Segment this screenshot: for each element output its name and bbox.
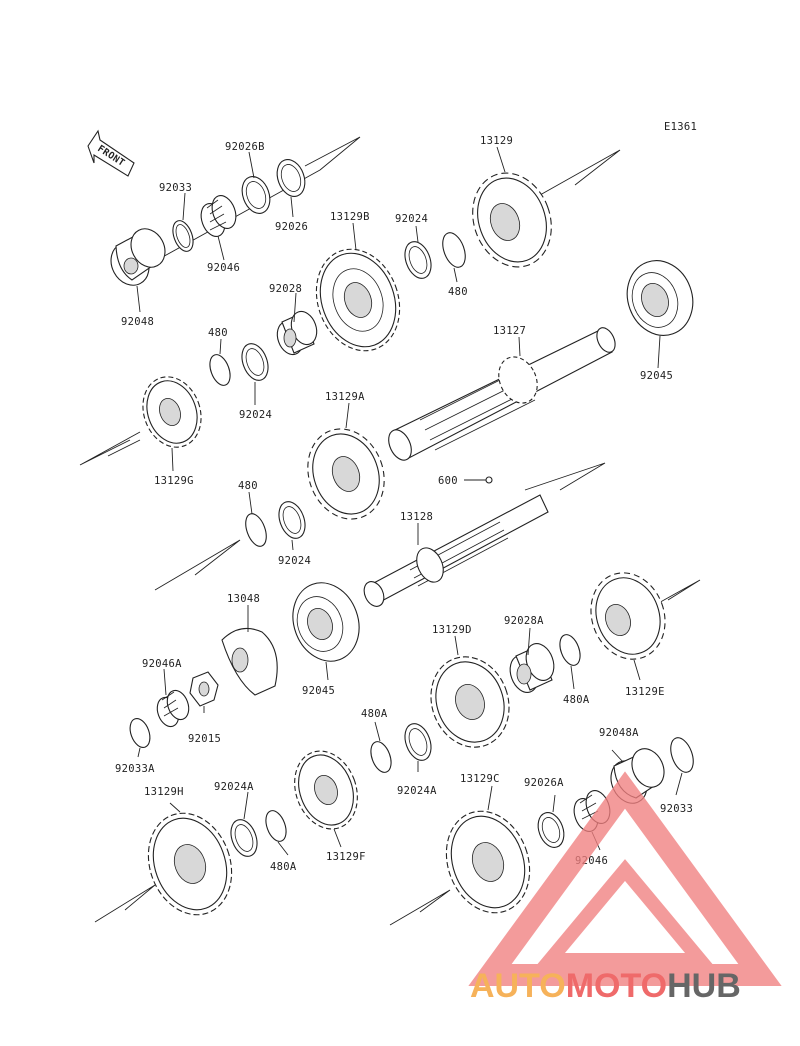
label-480-b: 480 <box>238 480 258 492</box>
label-13129E: 13129E <box>625 686 665 698</box>
label-600: 600 <box>438 475 458 487</box>
label-92015: 92015 <box>188 733 221 745</box>
label-13129A: 13129A <box>325 391 365 403</box>
part-92028-bushing[interactable] <box>273 308 321 358</box>
label-92033A: 92033A <box>115 763 155 775</box>
watermark-hub: HUB <box>667 967 741 1005</box>
label-480A-l: 480A <box>270 861 297 873</box>
label-480-top: 480 <box>448 286 468 298</box>
part-92026B-washer[interactable] <box>237 173 274 218</box>
watermark-auto: AUTO <box>470 967 566 1005</box>
part-92048-collar[interactable] <box>104 223 172 292</box>
label-13129H: 13129H <box>144 786 184 798</box>
label-92024A-m: 92024A <box>397 785 437 797</box>
part-92045-ball-bearing-top[interactable] <box>617 251 703 344</box>
part-13127-input-shaft[interactable] <box>384 325 619 464</box>
part-92033A-circlip[interactable] <box>126 716 153 750</box>
part-92046-needle-bearing[interactable] <box>197 192 240 239</box>
label-92028: 92028 <box>269 283 302 295</box>
part-13129F-gear[interactable] <box>284 742 368 838</box>
part-13129B-gear[interactable] <box>303 237 414 362</box>
part-480-circlip-b[interactable] <box>242 511 271 549</box>
part-92026A-washer[interactable] <box>534 809 569 851</box>
part-13128-output-shaft[interactable] <box>360 476 549 610</box>
label-92026B: 92026B <box>225 141 265 153</box>
part-92028A-bushing[interactable] <box>505 640 558 697</box>
label-92046: 92046 <box>207 262 240 274</box>
part-13129G-gear[interactable] <box>133 369 210 456</box>
watermark-text: AUTOMOTOHUB <box>470 967 741 1005</box>
part-92024A-washer-m[interactable] <box>400 720 436 764</box>
label-92033: 92033 <box>159 182 192 194</box>
label-480A-r: 480A <box>563 694 590 706</box>
label-92048: 92048 <box>121 316 154 328</box>
watermark-logo <box>468 771 782 986</box>
label-92033-r: 92033 <box>660 803 693 815</box>
label-92026A: 92026A <box>524 777 564 789</box>
label-13129C: 13129C <box>460 773 500 785</box>
watermark-moto: MOTO <box>566 967 667 1005</box>
label-13129G: 13129G <box>154 475 194 487</box>
label-92046A: 92046A <box>142 658 182 670</box>
label-92048A: 92048A <box>599 727 639 739</box>
front-arrow-icon: FRONT <box>87 129 135 177</box>
part-92033-circlip[interactable] <box>169 218 197 254</box>
part-92046A-needle-bearing[interactable] <box>153 687 192 729</box>
part-92024A-washer-l[interactable] <box>226 816 262 860</box>
part-13129-gear-top[interactable] <box>460 162 564 278</box>
part-480-circlip-a[interactable] <box>206 352 234 388</box>
label-92024-b: 92024 <box>239 409 272 421</box>
part-480A-circlip-m[interactable] <box>367 739 395 775</box>
part-13129E-gear[interactable] <box>579 562 677 669</box>
part-92015-nut[interactable] <box>189 671 219 707</box>
label-13048: 13048 <box>227 593 260 605</box>
label-13128: 13128 <box>400 511 433 523</box>
svg-text:AUTOMOTOHUB: AUTOMOTOHUB <box>470 967 741 1005</box>
part-13129D-gear[interactable] <box>419 646 522 758</box>
part-13129H-gear[interactable] <box>135 801 246 926</box>
label-92024A-l: 92024A <box>214 781 254 793</box>
label-13129F: 13129F <box>326 851 366 863</box>
part-92045-ball-bearing-mid[interactable] <box>282 573 370 670</box>
label-480A-m: 480A <box>361 708 388 720</box>
label-92026: 92026 <box>275 221 308 233</box>
part-labels: 92026B 92033 92026 92046 92048 13129B 92… <box>115 135 693 873</box>
leader-lines <box>136 146 683 856</box>
label-13129-top: 13129 <box>480 135 513 147</box>
label-13129B: 13129B <box>330 211 370 223</box>
part-92024-washer-c[interactable] <box>274 498 310 542</box>
part-13048-fork-cam[interactable] <box>221 627 278 696</box>
part-480A-circlip-r[interactable] <box>556 632 584 668</box>
part-92024-washer-top[interactable] <box>400 238 436 282</box>
diagram-code: E1361 <box>664 121 697 133</box>
label-92045-top: 92045 <box>640 370 673 382</box>
label-13127: 13127 <box>493 325 526 337</box>
part-13129A-gear[interactable] <box>295 418 396 530</box>
part-92026-washer[interactable] <box>272 156 309 201</box>
part-480A-circlip-l[interactable] <box>262 808 290 844</box>
part-480-circlip-top[interactable] <box>438 230 469 271</box>
part-92024-washer-b[interactable] <box>237 340 273 384</box>
label-92024-c: 92024 <box>278 555 311 567</box>
label-92045-b: 92045 <box>302 685 335 697</box>
label-13129D: 13129D <box>432 624 472 636</box>
part-92033-circlip-r[interactable] <box>666 735 697 776</box>
label-480-a: 480 <box>208 327 228 339</box>
label-92024-top: 92024 <box>395 213 428 225</box>
label-92028A: 92028A <box>504 615 544 627</box>
part-13129C-gear[interactable] <box>433 799 544 924</box>
